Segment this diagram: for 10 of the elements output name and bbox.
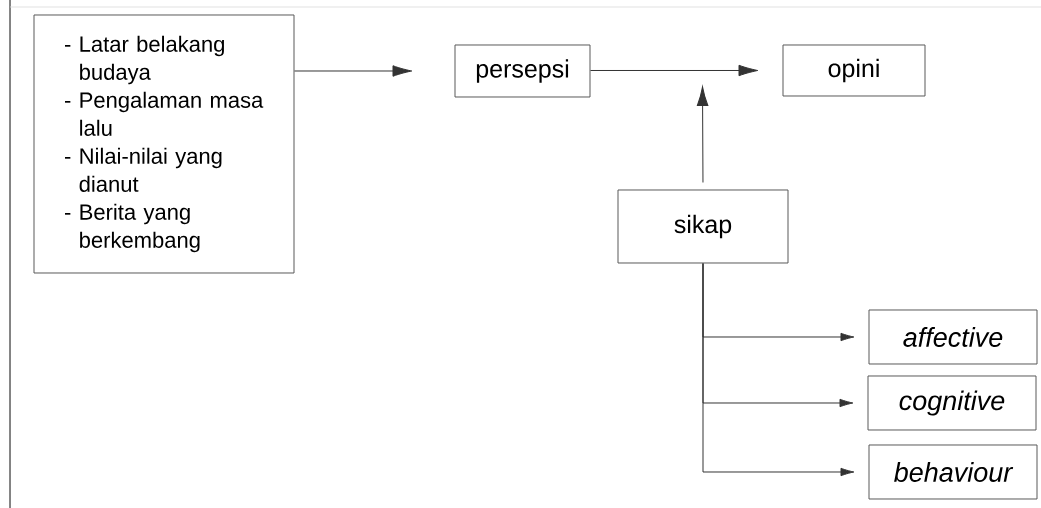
aspect-box: cognitive — [867, 375, 1037, 431]
aspect-box: behaviour — [868, 444, 1038, 500]
arrow — [590, 64, 759, 77]
process-box: persepsi — [454, 44, 591, 98]
process-box: sikap — [617, 189, 789, 264]
list-box: - Latar belakang budaya - Pengalaman masa lalu - Nilai-nilai yang dianut - Berita yang berkembang — [33, 14, 295, 274]
arrow — [702, 263, 855, 477]
arrow — [294, 65, 413, 77]
aspect-box: affective — [868, 309, 1038, 365]
process-box: opini — [782, 44, 926, 97]
